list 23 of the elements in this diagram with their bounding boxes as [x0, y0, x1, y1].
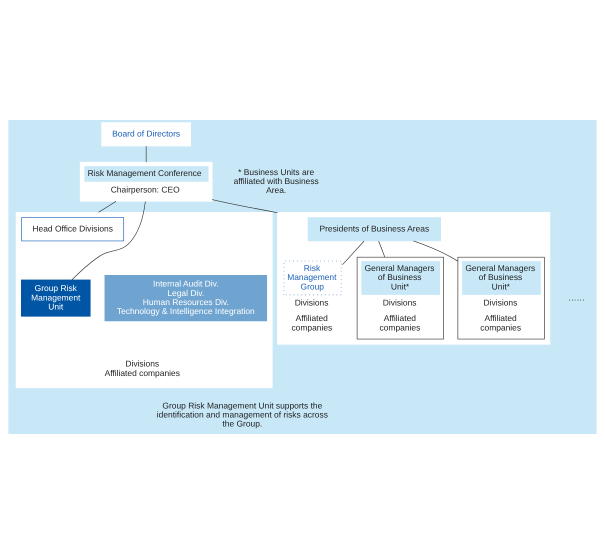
connector: [212, 199, 278, 213]
node-box: Internal Audit Div. Legal Div. Human Resources Div. Technology & Intelligence Integration: [104, 275, 268, 322]
node-box: Risk Management Conference Chairperson: CEO: [80, 162, 212, 202]
node-box: Board of Directors: [101, 122, 191, 146]
connector: [72, 201, 146, 280]
cluster: [277, 212, 550, 345]
label: Group Risk Management Unit supports the identification and management of risks across the Group.: [156, 400, 328, 428]
label: ……: [568, 292, 585, 302]
node-label: Divisions: [294, 298, 328, 308]
connector: [98, 201, 116, 213]
connector: [342, 240, 364, 266]
cluster: [16, 212, 273, 388]
node-box: General Managers of Business Unit* Divisions Affiliated companies: [458, 256, 545, 340]
node-box: Presidents of Business Areas: [308, 217, 441, 242]
label: * Business Units are affiliated with Business Area.: [234, 166, 319, 196]
node-label: Affiliated companies: [291, 313, 332, 332]
node-box: Group Risk Management Unit: [21, 280, 91, 317]
connector: [413, 240, 458, 262]
node-box: General Managers of Business Unit* Divisions Affiliated companies: [356, 256, 444, 340]
connector: [378, 240, 386, 258]
node-box: Head Office Divisions: [21, 217, 124, 242]
node-box: Risk Management Group: [284, 260, 342, 296]
node-text: Divisions Affiliated companies: [104, 358, 180, 378]
